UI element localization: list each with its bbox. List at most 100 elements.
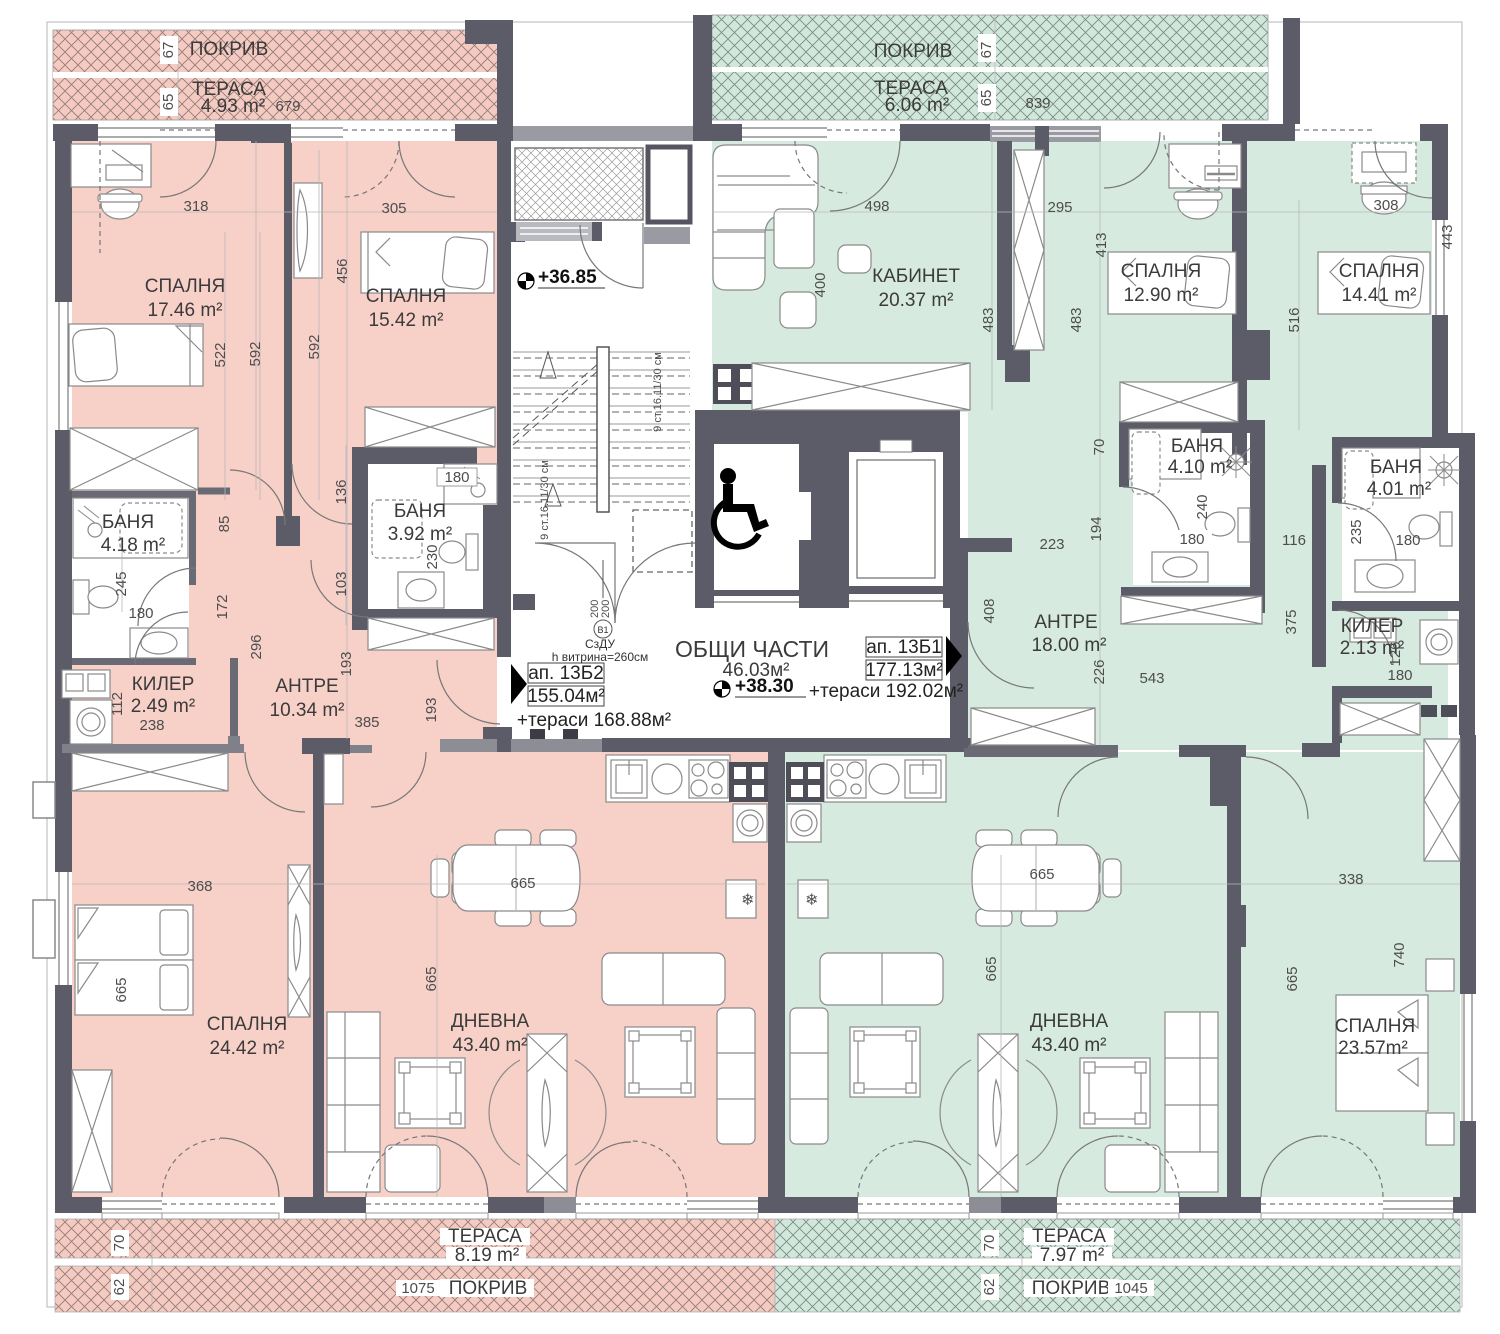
svg-text:318: 318 (183, 198, 208, 215)
svg-text:839: 839 (1025, 95, 1050, 112)
svg-text:665: 665 (510, 875, 535, 892)
svg-text:126: 126 (1387, 641, 1404, 666)
svg-text:305: 305 (381, 200, 406, 217)
svg-text:112: 112 (109, 692, 126, 716)
svg-text:295: 295 (1047, 199, 1072, 216)
svg-text:679: 679 (275, 98, 300, 115)
svg-text:h витрина=260см: h витрина=260см (552, 650, 649, 664)
svg-text:ТЕРАСА: ТЕРАСА (874, 78, 948, 99)
svg-text:665: 665 (1284, 966, 1301, 991)
svg-text:4.10 m²: 4.10 m² (1168, 457, 1232, 478)
svg-text:200: 200 (600, 600, 612, 618)
svg-text:1045: 1045 (1114, 1280, 1147, 1297)
svg-text:103: 103 (333, 571, 350, 596)
svg-text:КИЛЕР: КИЛЕР (132, 674, 195, 695)
svg-text:В1: В1 (597, 625, 608, 635)
svg-text:17.46 m²: 17.46 m² (148, 300, 223, 321)
svg-text:ДНЕВНА: ДНЕВНА (451, 1011, 530, 1032)
svg-text:200: 200 (589, 600, 601, 618)
svg-text:665: 665 (983, 956, 1000, 981)
svg-text:193: 193 (338, 651, 355, 676)
svg-text:ОБЩИ ЧАСТИ: ОБЩИ ЧАСТИ (675, 636, 829, 662)
svg-text:ПОКРИВ: ПОКРИВ (190, 39, 269, 60)
svg-text:223: 223 (1039, 536, 1064, 553)
svg-text:338: 338 (1338, 871, 1363, 888)
svg-text:СПАЛНЯ: СПАЛНЯ (145, 276, 225, 297)
svg-text:665: 665 (113, 977, 130, 1002)
svg-text:1075: 1075 (401, 1280, 434, 1297)
svg-text:ап. 13Б2: ап. 13Б2 (528, 663, 604, 684)
svg-text:65: 65 (160, 94, 177, 111)
svg-text:456: 456 (334, 258, 351, 283)
svg-text:❄: ❄ (805, 892, 818, 909)
svg-text:592: 592 (247, 341, 264, 366)
svg-text:498: 498 (864, 198, 889, 215)
svg-text:665: 665 (1029, 866, 1054, 883)
svg-text:136: 136 (333, 479, 350, 504)
svg-text:БАНЯ: БАНЯ (1370, 457, 1422, 478)
svg-text:АНТРЕ: АНТРЕ (1034, 612, 1097, 633)
svg-text:193: 193 (423, 697, 440, 722)
svg-text:2.49 m²: 2.49 m² (131, 696, 195, 717)
svg-text:230: 230 (424, 544, 441, 569)
svg-text:ТЕРАСА: ТЕРАСА (1032, 1226, 1106, 1247)
svg-text:ТЕРАСА: ТЕРАСА (448, 1226, 522, 1247)
svg-text:740: 740 (1391, 942, 1408, 967)
svg-text:СПАЛНЯ: СПАЛНЯ (366, 286, 446, 307)
svg-text:КИЛЕР: КИЛЕР (1341, 616, 1404, 637)
svg-text:413: 413 (1093, 232, 1110, 257)
svg-text:483: 483 (980, 307, 997, 332)
svg-text:15.42 m²: 15.42 m² (369, 310, 444, 331)
svg-text:9 ст.16.11/30 см: 9 ст.16.11/30 см (652, 352, 664, 432)
svg-text:20.37 m²: 20.37 m² (879, 290, 954, 311)
svg-text:116: 116 (1282, 532, 1306, 549)
svg-text:ПОКРИВ: ПОКРИВ (449, 1278, 528, 1299)
svg-text:85: 85 (216, 516, 233, 533)
svg-text:62: 62 (981, 1279, 998, 1296)
svg-text:8.19 m²: 8.19 m² (455, 1245, 519, 1266)
svg-text:368: 368 (187, 878, 212, 895)
svg-text:+38.30: +38.30 (735, 676, 794, 697)
svg-text:14.41 m²: 14.41 m² (1342, 285, 1417, 306)
svg-text:46.03м²: 46.03м² (723, 660, 790, 681)
svg-text:СПАЛНЯ: СПАЛНЯ (1339, 261, 1419, 282)
svg-text:543: 543 (1139, 670, 1164, 687)
svg-text:408: 408 (981, 598, 998, 623)
svg-text:ПОКРИВ: ПОКРИВ (874, 41, 953, 62)
svg-text:385: 385 (354, 714, 379, 731)
svg-text:180: 180 (1395, 532, 1420, 549)
svg-text:43.40 m²: 43.40 m² (453, 1035, 528, 1056)
svg-text:БАНЯ: БАНЯ (102, 512, 154, 533)
svg-text:БАНЯ: БАНЯ (394, 501, 446, 522)
svg-text:180: 180 (128, 605, 153, 622)
svg-text:245: 245 (113, 571, 130, 596)
svg-text:235: 235 (1348, 519, 1365, 544)
svg-text:522: 522 (212, 342, 229, 367)
svg-text:194: 194 (1088, 516, 1105, 541)
svg-text:4.93 m²: 4.93 m² (201, 96, 265, 117)
svg-text:7.97 m²: 7.97 m² (1040, 1245, 1104, 1266)
svg-text:180: 180 (1179, 531, 1204, 548)
svg-text:6.06 m²: 6.06 m² (885, 95, 949, 116)
svg-text:24.42 m²: 24.42 m² (210, 1038, 285, 1059)
svg-text:65: 65 (978, 90, 995, 107)
svg-text:+тераси 168.88м²: +тераси 168.88м² (517, 710, 671, 731)
svg-text:67: 67 (160, 42, 177, 59)
svg-text:400: 400 (812, 272, 829, 297)
svg-text:+36.85: +36.85 (538, 267, 597, 288)
svg-text:240: 240 (1194, 494, 1211, 519)
svg-text:296: 296 (248, 634, 265, 659)
svg-text:172: 172 (214, 594, 231, 619)
svg-text:СзДУ: СзДУ (585, 637, 615, 651)
svg-text:ап. 13Б1: ап. 13Б1 (866, 637, 942, 658)
svg-text:443: 443 (1439, 224, 1456, 249)
svg-text:180: 180 (444, 469, 469, 486)
svg-text:❄: ❄ (741, 892, 754, 909)
svg-text:10.34 m²: 10.34 m² (270, 700, 345, 721)
svg-text:70: 70 (981, 1235, 998, 1252)
svg-text:67: 67 (978, 42, 995, 59)
svg-text:155.04м²: 155.04м² (527, 686, 605, 707)
svg-text:483: 483 (1068, 307, 1085, 332)
svg-text:+тераси 192.02м²: +тераси 192.02м² (809, 681, 963, 702)
svg-text:4.18 m²: 4.18 m² (101, 535, 165, 556)
